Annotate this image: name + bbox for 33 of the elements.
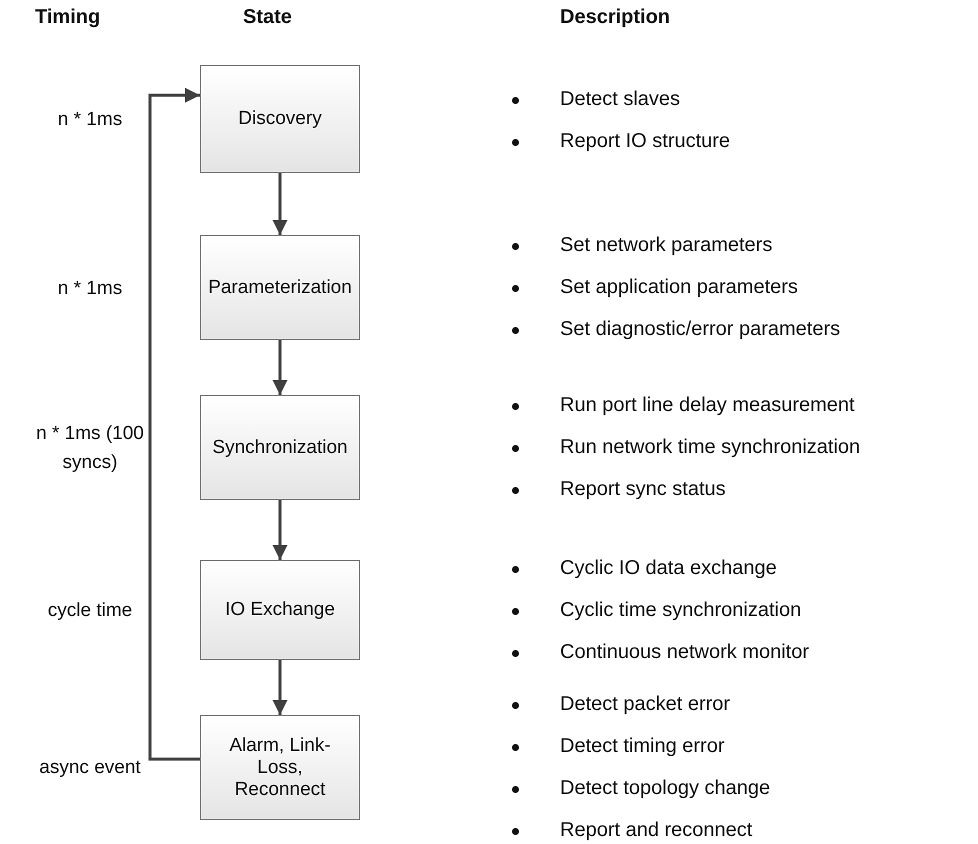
bullet-item: Run port line delay measurement bbox=[510, 394, 855, 417]
arrow bbox=[272, 500, 288, 560]
bullet-item: Detect packet error bbox=[510, 693, 730, 716]
bullet-item: Set network parameters bbox=[510, 234, 772, 257]
column-heading: Timing bbox=[35, 6, 100, 29]
timing-label: async event bbox=[38, 756, 142, 780]
arrow bbox=[272, 340, 288, 395]
bullet-item: Set application parameters bbox=[510, 276, 798, 299]
bullet-item: Run network time synchronization bbox=[510, 436, 860, 459]
bullet-item: Detect timing error bbox=[510, 735, 724, 758]
timing-label: n * 1ms (100 syncs) bbox=[35, 422, 145, 475]
bullet-item: Cyclic time synchronization bbox=[510, 598, 802, 622]
state-box: Parameterization bbox=[200, 235, 360, 340]
bullet-item: Detect topology change bbox=[510, 777, 770, 800]
arrow bbox=[272, 660, 288, 715]
bullet-item: Report sync status bbox=[510, 478, 726, 501]
timing-label: n * 1ms bbox=[56, 108, 124, 132]
bullet-item: Cyclic IO data exchange bbox=[510, 556, 777, 580]
timing-label: n * 1ms bbox=[56, 276, 124, 300]
state-box: Discovery bbox=[200, 65, 360, 173]
arrow bbox=[148, 88, 200, 761]
timing-label: cycle time bbox=[46, 598, 134, 622]
bullet-item: Continuous network monitor bbox=[510, 640, 810, 664]
state-box: Synchronization bbox=[200, 395, 360, 500]
bullet-item: Report and reconnect bbox=[510, 819, 752, 842]
state-box: Alarm, Link-Loss, Reconnect bbox=[200, 715, 360, 820]
column-heading: Description bbox=[560, 6, 670, 29]
bullet-item: Report IO structure bbox=[510, 130, 730, 152]
bullet-item: Set diagnostic/error parameters bbox=[510, 318, 840, 341]
column-heading: State bbox=[243, 6, 292, 29]
bullet-item: Detect slaves bbox=[510, 88, 680, 110]
arrow bbox=[272, 173, 288, 235]
state-box: IO Exchange bbox=[200, 560, 360, 660]
